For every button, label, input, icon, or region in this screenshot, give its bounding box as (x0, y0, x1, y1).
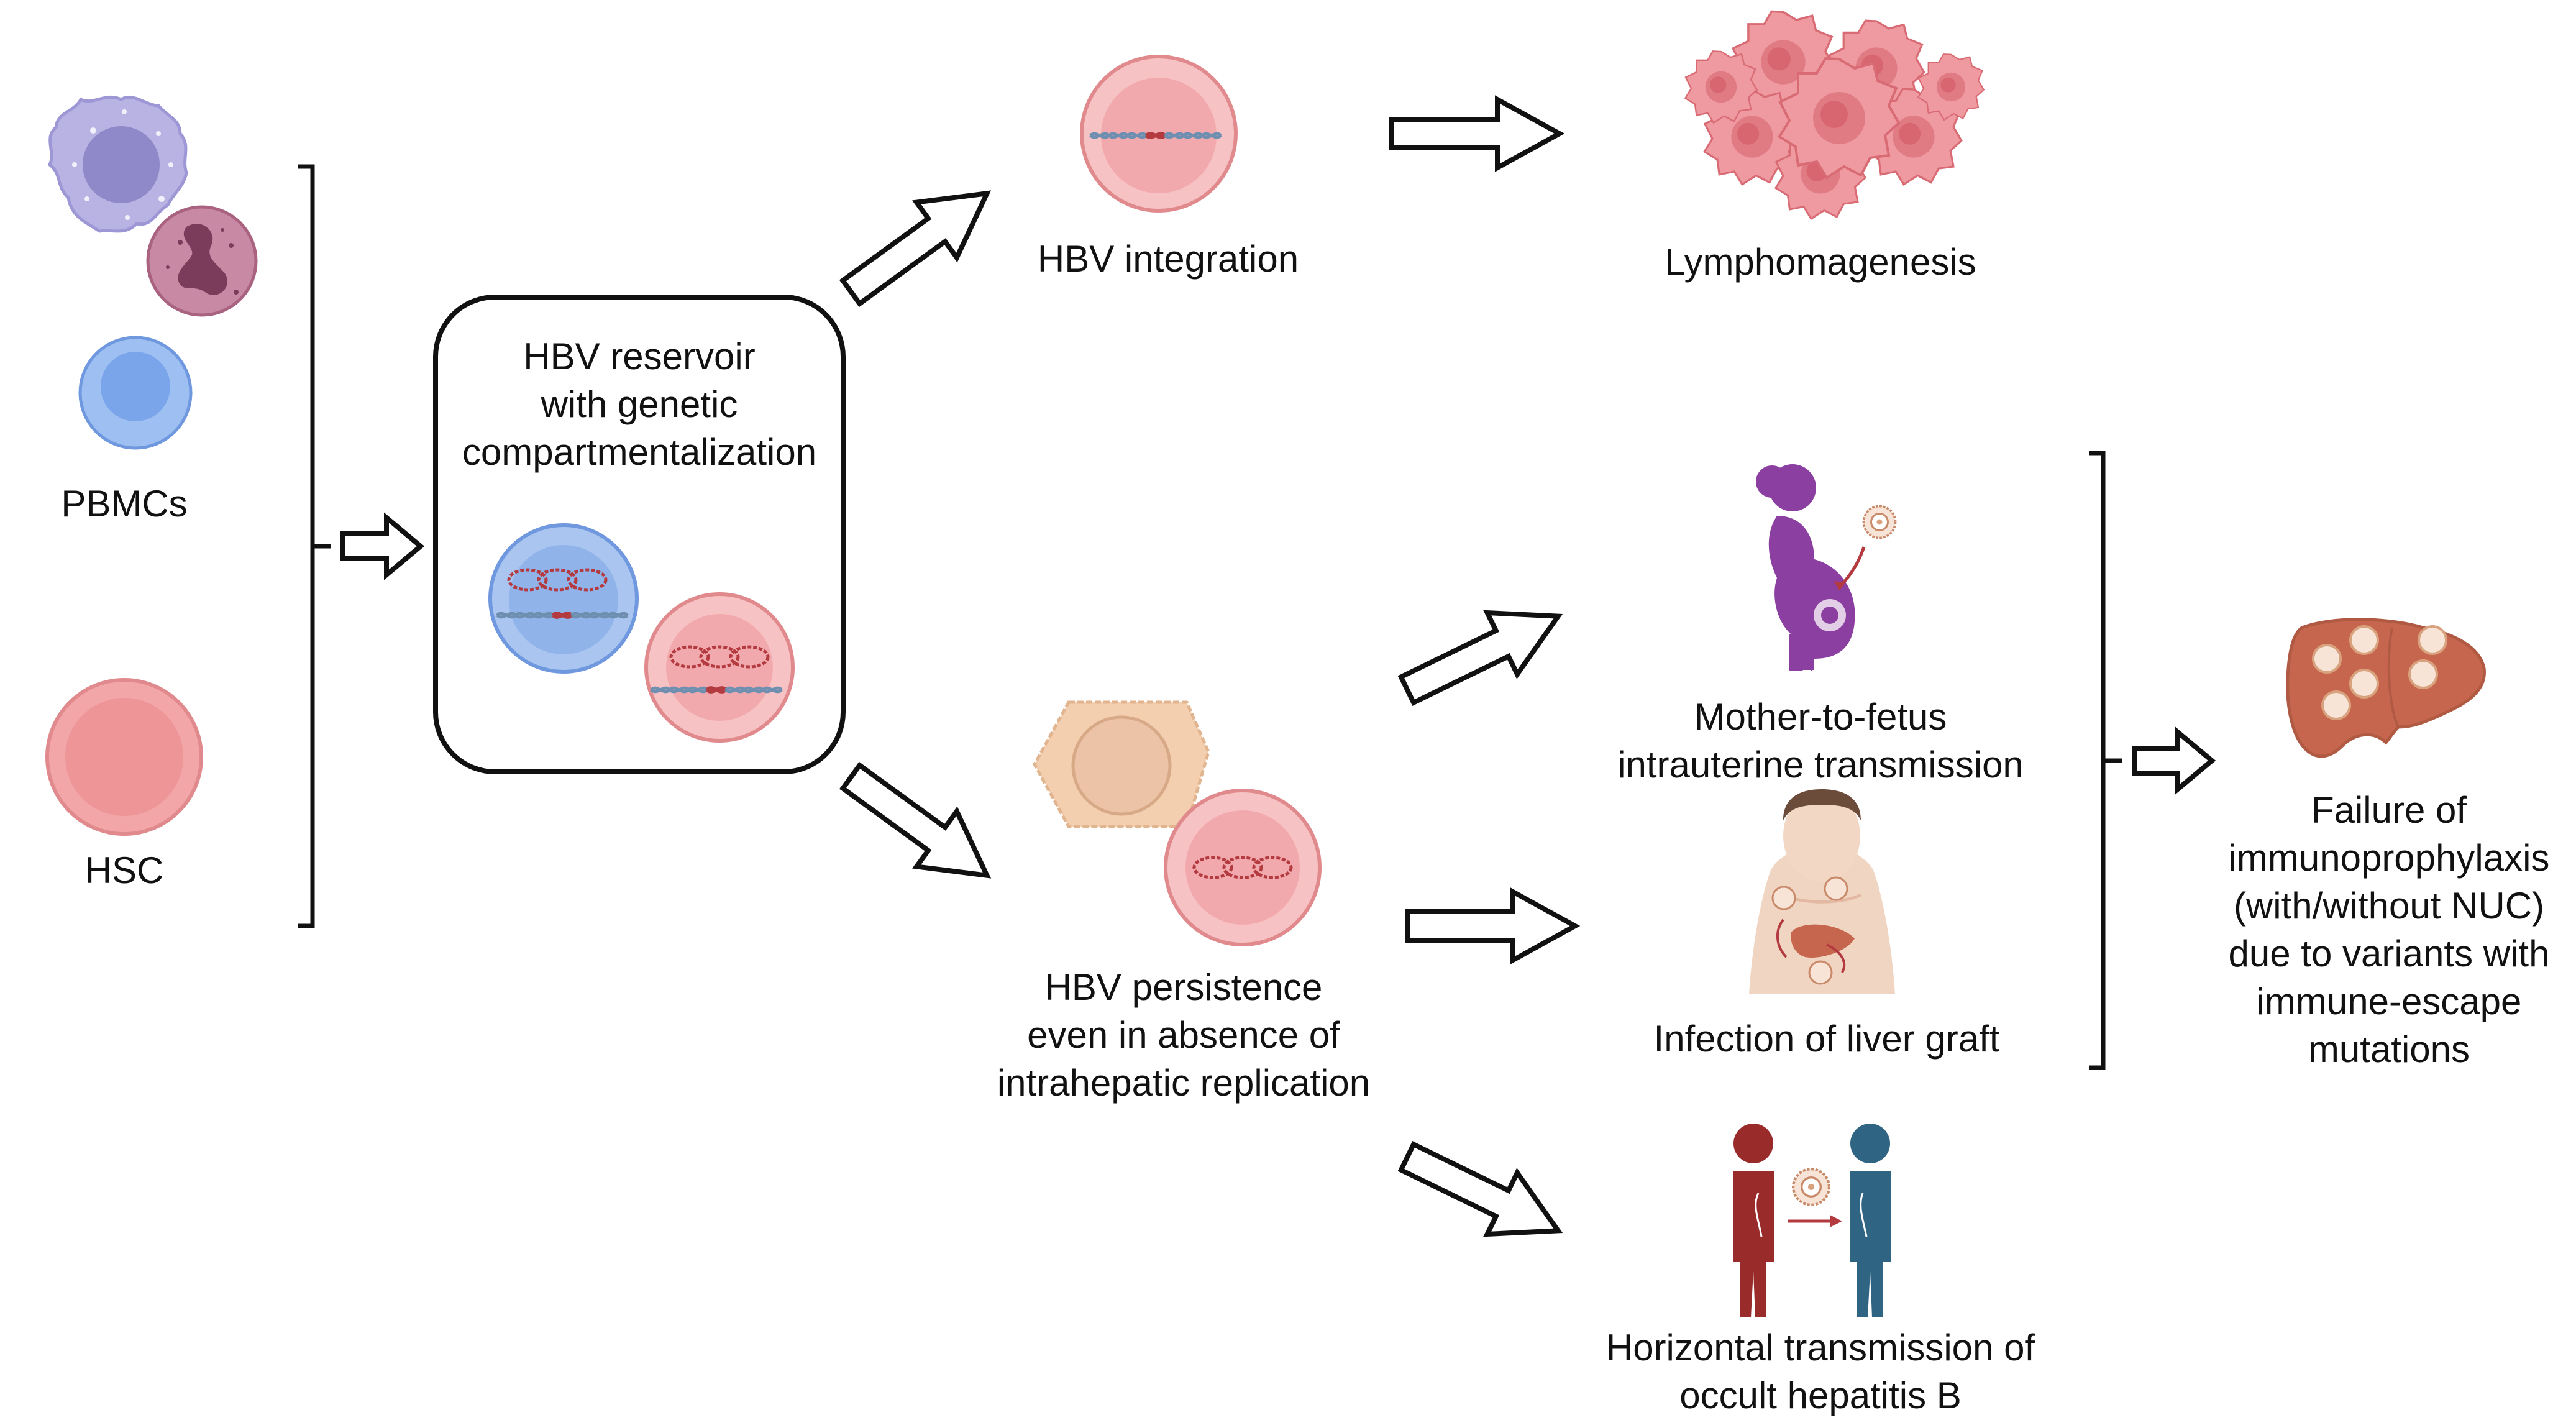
arrow-icon (831, 166, 1007, 320)
virion-icon (1793, 1169, 1829, 1205)
label-horizontal-line1: Horizontal transmission of (1605, 1327, 2035, 1368)
label-mother-to-fetus-line2: intrauterine transmission (1617, 744, 2024, 786)
pbmc-purple-cell-icon (47, 95, 188, 233)
arrow-icon (831, 749, 1007, 904)
label-persistence: HBV persistence even in absence of intra… (957, 963, 1410, 1107)
person-blue-icon (1850, 1124, 1891, 1317)
hsc-icon (45, 678, 203, 836)
blue-cell-dna-icon (488, 523, 639, 674)
pink-cell-dna-icon (1164, 789, 1322, 946)
label-failure-line2: immunoprophylaxis (2228, 837, 2550, 879)
label-mother-to-fetus-line1: Mother-to-fetus (1694, 696, 1947, 738)
virion-icon (1862, 505, 1897, 539)
lymphocyte-icon (78, 336, 193, 450)
label-persistence-line2: even in absence of (1027, 1014, 1340, 1056)
arrow-icon (1407, 892, 1575, 960)
label-failure-line5: immune-escape (2256, 981, 2522, 1022)
arrow-icon (343, 518, 421, 575)
man-torso-liver-icon (1749, 789, 1895, 994)
arrow-icon (2134, 732, 2212, 789)
arrow-icon (1392, 1127, 1573, 1262)
label-reservoir-line2: with genetic (541, 383, 738, 425)
arrow-icon (1392, 585, 1573, 720)
label-failure-line1: Failure of (2311, 789, 2467, 831)
label-hsc: HSC (84, 850, 164, 891)
label-liver-graft: Infection of liver graft (1653, 1018, 2000, 1060)
label-pbmcs: PBMCs (61, 483, 188, 524)
label-reservoir-line3: compartmentalization (462, 431, 817, 473)
label-integration: HBV integration (1037, 238, 1299, 280)
arrow-icon (1392, 99, 1560, 168)
label-persistence-line3: intrahepatic replication (997, 1062, 1371, 1104)
integration-cell-icon (1080, 55, 1238, 213)
label-reservoir-line1: HBV reservoir (523, 336, 756, 377)
label-failure-line4: due to variants with (2228, 933, 2550, 974)
tumor-cells-icon (1684, 10, 1985, 220)
label-failure-line3: (with/without NUC) (2233, 885, 2545, 927)
label-mother-to-fetus: Mother-to-fetus intrauterine transmissio… (1591, 693, 2050, 789)
bracket-icon (2089, 451, 2122, 1070)
label-lymphomagenesis: Lymphomagenesis (1665, 241, 1976, 283)
reservoir-box (433, 295, 846, 774)
label-horizontal-line2: occult hepatitis B (1679, 1375, 1962, 1416)
liver-virions-icon (2286, 618, 2486, 758)
pink-cell-dna-icon (644, 592, 795, 743)
label-failure: Failure of immunoprophylaxis (with/witho… (2203, 786, 2575, 1073)
hepatocyte-icon (1033, 700, 1210, 828)
label-persistence-line1: HBV persistence (1044, 966, 1323, 1008)
label-horizontal: Horizontal transmission of occult hepati… (1566, 1324, 2075, 1419)
label-reservoir: HBV reservoir with genetic compartmental… (433, 332, 846, 476)
bracket-icon (298, 164, 331, 928)
granulocyte-icon (146, 205, 258, 317)
pregnant-woman-icon (1756, 464, 1855, 671)
person-red-icon (1733, 1124, 1774, 1317)
label-failure-line6: mutations (2308, 1028, 2470, 1070)
